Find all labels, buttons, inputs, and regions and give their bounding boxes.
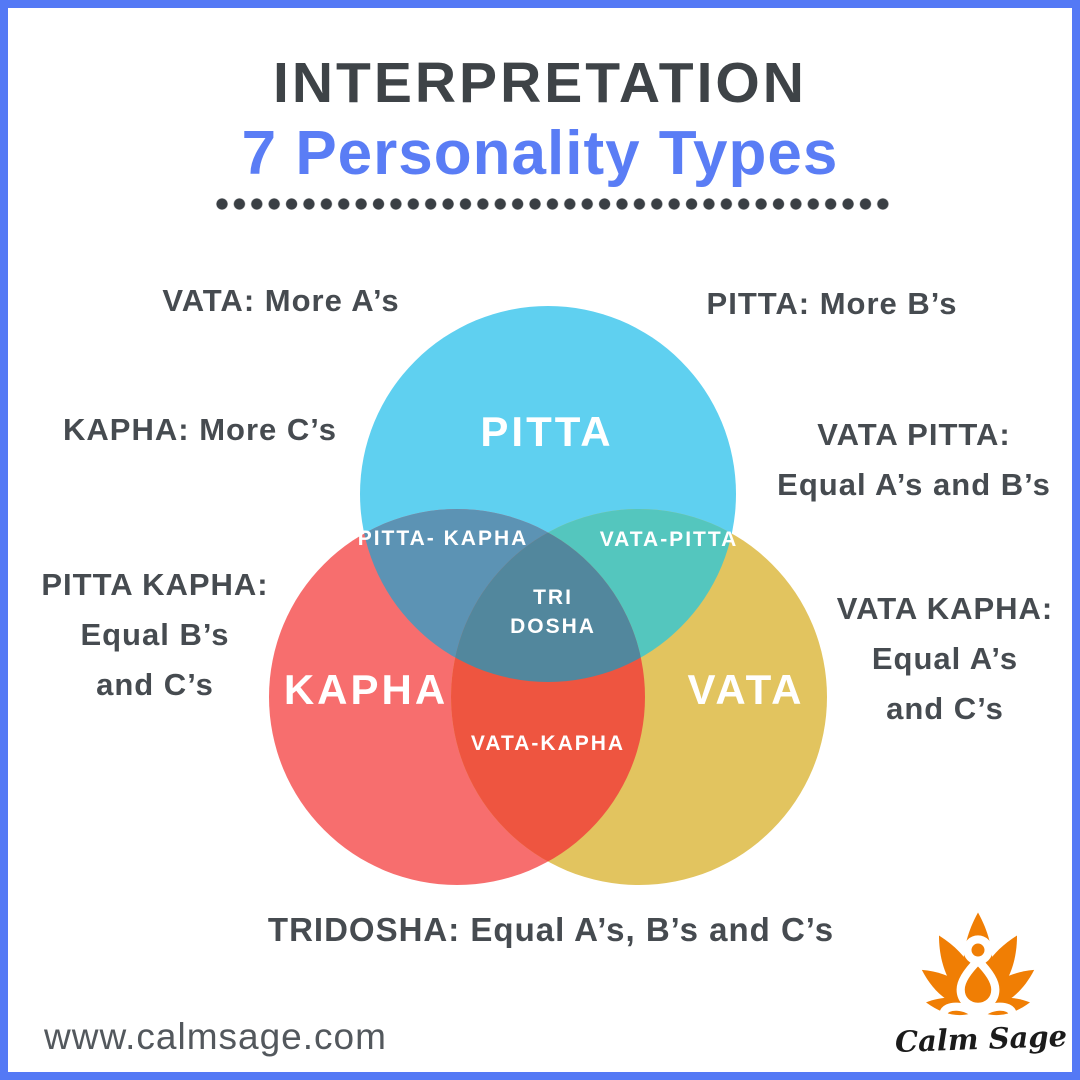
note-kapha: KAPHA: More C’s	[63, 412, 337, 447]
note-vata-kapha-line1: VATA KAPHA:	[836, 591, 1054, 626]
note-pitta-kapha-line3: and C’s	[96, 667, 214, 702]
note-vata-kapha-line2: Equal A’s	[871, 641, 1019, 676]
vata-circle-label: VATA	[687, 666, 805, 713]
vata-kapha-overlap-label: VATA-KAPHA	[470, 732, 626, 755]
page-title: INTERPRETATION	[273, 51, 807, 115]
tridosha-line1: TRI	[533, 586, 573, 609]
note-pitta-kapha: PITTA KAPHA: Equal B’s and C’s	[41, 560, 268, 710]
note-vata-pitta-line2: Equal A’s and B’s	[777, 467, 1051, 502]
brand-script-text: Calm Sage	[894, 1019, 1068, 1059]
note-vata: VATA: More A’s	[162, 283, 400, 318]
note-vata-pitta-line1: VATA PITTA:	[817, 417, 1011, 452]
tridosha-overlap-label: TRI DOSHA	[510, 583, 596, 641]
vata-pitta-overlap-label: VATA-PITTA	[599, 528, 739, 551]
website-url: www.calmsage.com	[44, 1016, 387, 1057]
venn-diagram	[269, 306, 827, 885]
note-vata-kapha: VATA KAPHA: Equal A’s and C’s	[837, 584, 1054, 734]
pitta-kapha-overlap-label: PITTA- KAPHA	[357, 527, 529, 550]
calmsage-logo	[921, 912, 1035, 1027]
note-tridosha: TRIDOSHA: Equal A’s, B’s and C’s	[267, 911, 835, 948]
kapha-circle-label: KAPHA	[283, 666, 449, 713]
meditating-figure-icon	[939, 935, 1017, 1027]
note-vata-kapha-line3: and C’s	[886, 691, 1004, 726]
page-subtitle: 7 Personality Types	[241, 119, 839, 188]
tridosha-overlap	[451, 509, 645, 682]
note-pitta-kapha-line2: Equal B’s	[80, 617, 230, 652]
dotted-divider	[214, 198, 890, 211]
note-pitta: PITTA: More B’s	[706, 286, 958, 321]
note-pitta-kapha-line1: PITTA KAPHA:	[41, 567, 269, 602]
pitta-circle-label: PITTA	[480, 408, 614, 455]
tridosha-line2: DOSHA	[510, 615, 596, 638]
note-vata-pitta: VATA PITTA: Equal A’s and B’s	[777, 410, 1051, 510]
